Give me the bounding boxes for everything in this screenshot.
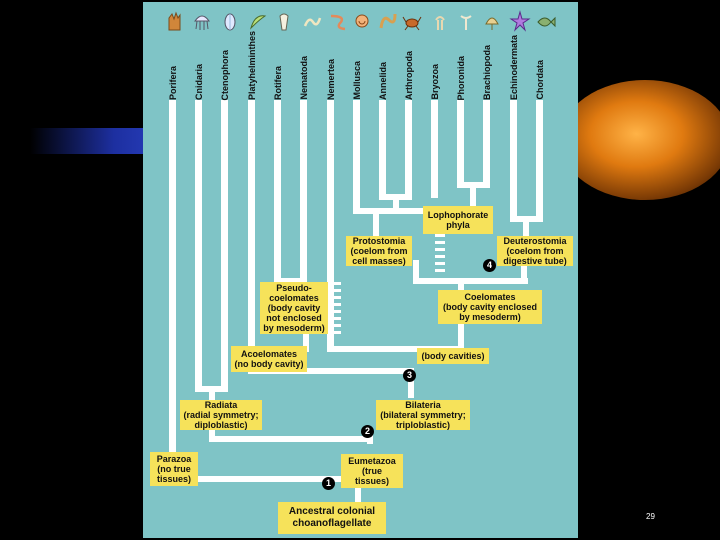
lamp-shell-icon xyxy=(481,10,503,39)
stem-echinodermata xyxy=(510,100,517,220)
stem-phoronida xyxy=(457,100,464,184)
stem-rotifera xyxy=(274,100,281,282)
jellyfish-icon xyxy=(191,10,213,39)
box-deuterostomia: Deuterostomia (coelom from digestive tub… xyxy=(497,236,573,266)
phylum-porifera: Porifera xyxy=(168,65,178,100)
phylum-ctenophora: Ctenophora xyxy=(220,49,230,101)
phylum-chordata: Chordata xyxy=(535,60,545,100)
ribbon-worm-icon xyxy=(327,10,349,39)
rotifer-icon xyxy=(273,10,295,39)
stem-ctenophora xyxy=(221,100,228,390)
roundworm-icon xyxy=(301,10,323,39)
phylum-phoronida: Phoronida xyxy=(456,55,466,101)
phylum-brachiopoda: Brachiopoda xyxy=(482,44,492,100)
box-lophophorate: Lophophorate phyla xyxy=(423,206,493,234)
box-body-cavities: (body cavities) xyxy=(417,348,489,364)
box-pseudocoelomates: Pseudo- coelomates (body cavity not encl… xyxy=(260,282,328,334)
phoronid-icon xyxy=(455,10,477,39)
box-acoelomates: Acoelomates (no body cavity) xyxy=(231,346,307,372)
stem-arthropoda xyxy=(405,100,412,196)
badge-3: 3 xyxy=(403,369,416,382)
phylum-platyhelminthes: Platyhelminthes xyxy=(247,30,257,100)
phylum-bryozoa: Bryozoa xyxy=(430,64,440,100)
phylum-echinodermata: Echinodermata xyxy=(509,34,519,100)
bryozoan-icon xyxy=(429,10,451,39)
stem-porifera xyxy=(169,100,176,474)
stem-platyhelminthes xyxy=(248,100,255,355)
phylum-arthropoda: Arthropoda xyxy=(404,51,414,100)
sea-star-icon xyxy=(509,10,531,39)
box-protostomia: Protostomia (coelom from cell masses) xyxy=(346,236,412,266)
crab-icon xyxy=(401,10,423,39)
stem-brachiopoda xyxy=(483,100,490,184)
stem-nematoda xyxy=(300,100,307,282)
sponge-icon xyxy=(163,10,185,39)
stem-cnidaria xyxy=(195,100,202,390)
phylum-annelida: Annelida xyxy=(378,61,388,100)
badge-4: 4 xyxy=(483,259,496,272)
fish-icon xyxy=(535,10,557,39)
box-radiata: Radiata (radial symmetry; diploblastic) xyxy=(180,400,262,430)
box-eumetazoa: Eumetazoa (true tissues) xyxy=(341,454,403,488)
badge-1: 1 xyxy=(322,477,335,490)
flatworm-icon xyxy=(247,10,269,39)
phylum-nemertea: Nemertea xyxy=(326,58,336,100)
comb-jelly-icon xyxy=(219,10,241,39)
box-coelomates: Coelomates (body cavity enclosed by meso… xyxy=(438,290,542,324)
box-parazoa: Parazoa (no true tissues) xyxy=(150,452,198,486)
phylum-rotifera: Rotifera xyxy=(273,65,283,100)
phylogenetic-tree-figure: Porifera Cnidaria Ctenophora Platyhelmin… xyxy=(143,2,578,538)
stem-mollusca xyxy=(353,100,360,212)
stem-chordata xyxy=(536,100,543,220)
snail-icon xyxy=(351,10,373,39)
segmented-worm-icon xyxy=(377,10,399,39)
badge-2: 2 xyxy=(361,425,374,438)
phylum-mollusca: Mollusca xyxy=(352,61,362,100)
stem-nemertea xyxy=(327,100,334,350)
page-number: 29 xyxy=(646,512,655,521)
stem-annelida xyxy=(379,100,386,196)
phylum-cnidaria: Cnidaria xyxy=(194,63,204,100)
decorative-orange-glow xyxy=(560,80,720,200)
box-bilateria: Bilateria (bilateral symmetry; triplobla… xyxy=(376,400,470,430)
phylum-nematoda: Nematoda xyxy=(299,56,309,100)
stem-bryozoa xyxy=(431,100,438,198)
box-ancestral-choanoflagellate: Ancestral colonial choanoflagellate xyxy=(278,502,386,534)
